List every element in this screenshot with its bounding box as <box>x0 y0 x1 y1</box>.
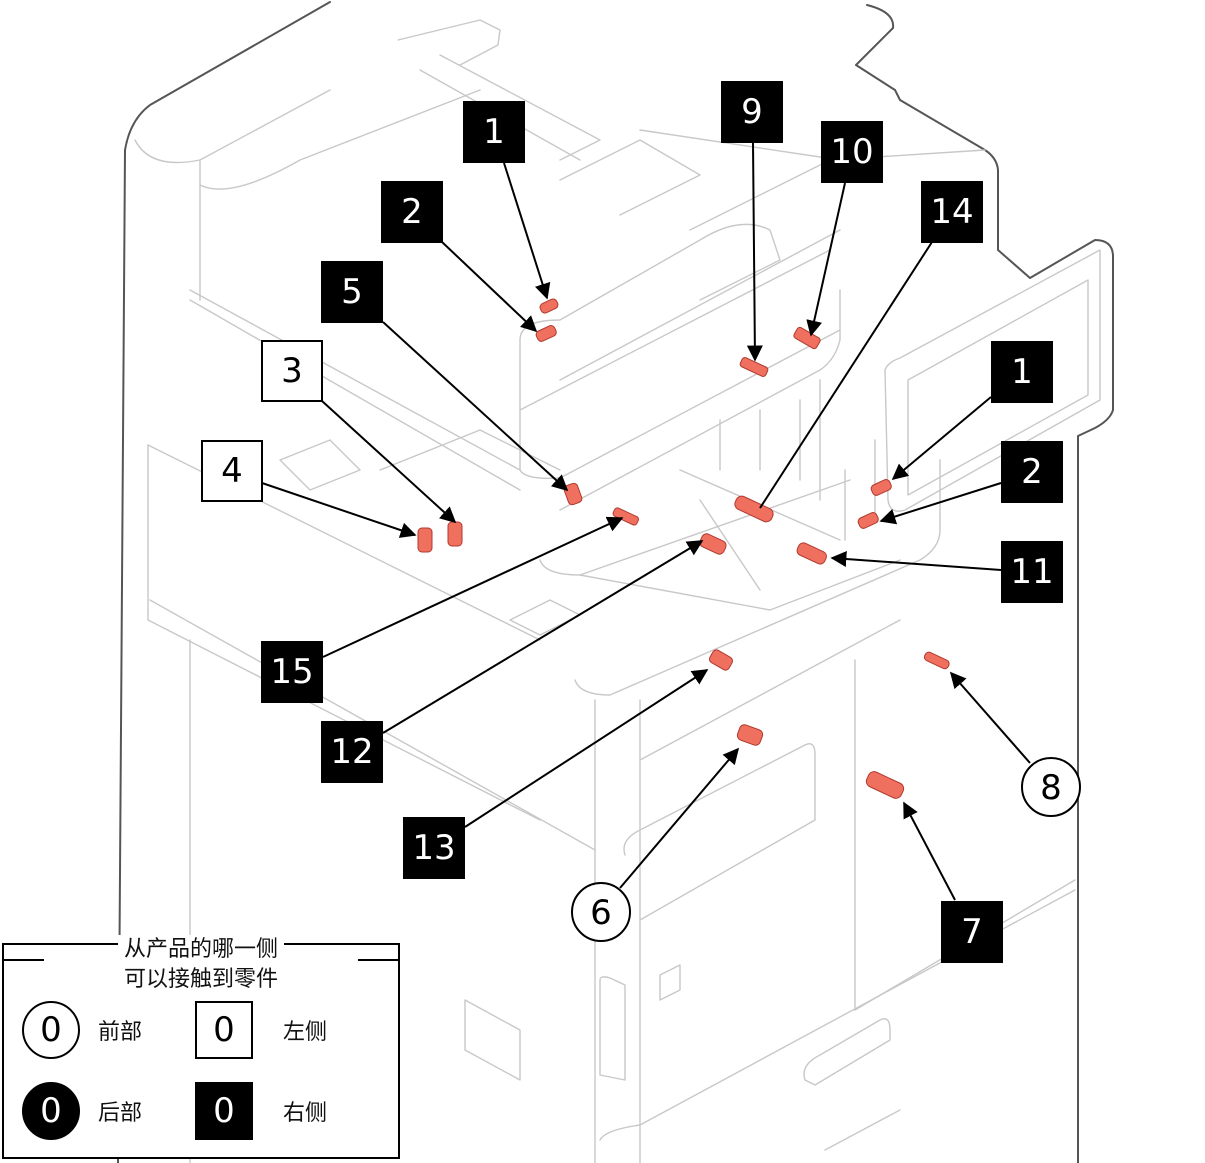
svg-text:12: 12 <box>330 732 373 772</box>
parts <box>417 298 950 799</box>
svg-text:15: 15 <box>270 652 313 692</box>
part-marker <box>870 479 892 496</box>
svg-text:10: 10 <box>830 132 873 172</box>
callouts: 1 2 5 3 4 9 10 14 <box>201 81 1081 963</box>
legend-frame-line <box>358 959 398 961</box>
part-marker <box>708 649 734 671</box>
part-marker <box>699 533 727 555</box>
access-side-legend: 从产品的哪一侧 可以接触到零件 0 前部 0 左侧 0 后部 0 右侧 <box>2 935 400 1159</box>
legend-title: 从产品的哪一侧 可以接触到零件 <box>4 935 398 995</box>
leader-line <box>503 162 551 300</box>
callout-8-front: 8 <box>1021 757 1081 817</box>
part-marker <box>793 326 821 350</box>
callout-1-right-panel: 1 <box>991 341 1053 403</box>
part-marker <box>923 651 950 670</box>
svg-text:9: 9 <box>741 92 763 132</box>
leader-line <box>464 669 709 828</box>
callout-11-right: 11 <box>1001 541 1063 603</box>
callout-3-left: 3 <box>261 340 323 402</box>
svg-text:5: 5 <box>341 272 363 312</box>
legend-label-right: 右侧 <box>283 1101 328 1126</box>
callout-2-right: 2 <box>381 181 443 243</box>
callout-4-left: 4 <box>201 440 263 502</box>
part-marker <box>612 507 639 526</box>
svg-text:6: 6 <box>590 893 612 933</box>
part-marker <box>865 771 905 799</box>
callout-6-front: 6 <box>571 882 631 942</box>
callout-5-right: 5 <box>321 261 383 323</box>
callout-10-right: 10 <box>821 121 883 183</box>
legend-frame-line <box>4 959 44 961</box>
svg-text:2: 2 <box>1021 452 1043 492</box>
leader-line <box>830 551 1002 571</box>
callout-12-right: 12 <box>321 721 383 783</box>
part-marker <box>796 542 827 565</box>
leader-line <box>903 801 956 901</box>
callout-14-right: 14 <box>921 181 983 243</box>
leader-line <box>949 671 1031 764</box>
leader-line <box>879 482 1002 525</box>
leader-line <box>891 396 992 481</box>
right-symbol-icon: 0 <box>195 1082 253 1140</box>
leader-line <box>746 142 763 362</box>
part-marker <box>736 724 764 746</box>
callout-7-right: 7 <box>941 901 1003 963</box>
part-marker <box>539 298 559 314</box>
legend-label-rear: 后部 <box>98 1101 143 1126</box>
svg-text:14: 14 <box>930 192 973 232</box>
left-symbol-icon: 0 <box>195 1001 253 1059</box>
legend-item-left: 0 左侧 <box>195 1001 327 1059</box>
leader-line <box>322 516 624 658</box>
rear-symbol-icon: 0 <box>22 1082 80 1140</box>
leader-line <box>321 400 457 524</box>
front-symbol-icon: 0 <box>22 1001 80 1059</box>
legend-item-rear: 0 后部 <box>22 1082 142 1140</box>
part-marker <box>857 512 879 529</box>
svg-text:7: 7 <box>961 912 983 952</box>
legend-title-line1: 从产品的哪一侧 <box>117 935 284 965</box>
legend-item-right: 0 右侧 <box>195 1082 327 1140</box>
leader-line <box>382 540 704 734</box>
part-marker <box>739 357 769 377</box>
part-marker <box>563 482 583 506</box>
svg-text:1: 1 <box>483 112 505 152</box>
leader-line <box>619 747 740 889</box>
legend-label-front: 前部 <box>98 1020 143 1045</box>
svg-text:4: 4 <box>221 451 243 491</box>
svg-text:2: 2 <box>401 192 423 232</box>
part-marker <box>734 495 774 523</box>
svg-text:13: 13 <box>412 828 455 868</box>
callout-2-right-panel: 2 <box>1001 441 1063 503</box>
leader-line <box>382 321 569 492</box>
callout-9-right: 9 <box>721 81 783 143</box>
part-marker <box>535 325 557 342</box>
part-marker <box>417 527 433 553</box>
callout-1-right: 1 <box>463 101 525 163</box>
legend-item-front: 0 前部 <box>22 1001 142 1059</box>
legend-title-line2: 可以接触到零件 <box>117 965 284 995</box>
svg-text:1: 1 <box>1011 352 1033 392</box>
leader-line <box>759 241 933 509</box>
leader-line <box>261 482 417 538</box>
leader-line <box>441 241 538 333</box>
leader-line <box>806 182 846 337</box>
leader-lines <box>261 142 1031 901</box>
svg-text:3: 3 <box>281 351 303 391</box>
callout-15-right: 15 <box>261 641 323 703</box>
callout-13-right: 13 <box>403 817 465 879</box>
legend-label-left: 左侧 <box>283 1020 328 1045</box>
part-marker <box>447 521 463 547</box>
svg-text:11: 11 <box>1010 552 1053 592</box>
svg-text:8: 8 <box>1040 768 1062 808</box>
